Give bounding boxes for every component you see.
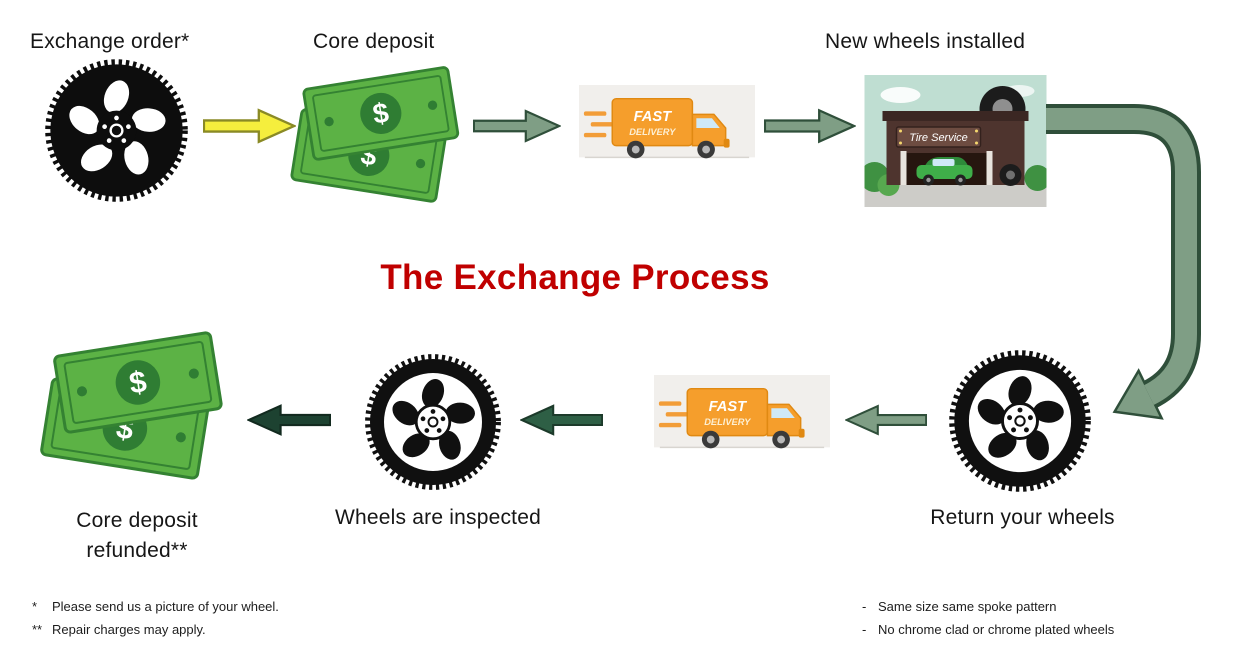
arrow-right-yellow-icon — [203, 107, 296, 145]
footnote-row: - No chrome clad or chrome plated wheels — [862, 618, 1114, 641]
curved-arrow-down-icon — [1046, 104, 1201, 420]
white-wheel-return-icon — [947, 348, 1093, 494]
footnotes-right: - Same size same spoke pattern - No chro… — [862, 595, 1114, 641]
step-label-line2: refunded** — [86, 539, 188, 563]
footnote-marker: - — [862, 599, 867, 614]
money-bills-icon — [297, 76, 469, 202]
step-label-core-deposit-refunded: Core deposit refunded** — [28, 506, 246, 567]
step-label-return-your-wheels: Return your wheels — [930, 506, 1115, 529]
footnote-row: ** Repair charges may apply. — [32, 618, 279, 641]
arrow-left-dark-green-icon — [247, 401, 331, 439]
arrow-right-green-icon — [473, 107, 561, 145]
footnote-text: Repair charges may apply. — [52, 622, 206, 637]
page-title: The Exchange Process — [380, 258, 770, 297]
arrow-right-green-icon — [764, 107, 856, 145]
footnote-marker: - — [862, 622, 867, 637]
step-label-core-deposit: Core deposit — [313, 30, 435, 53]
footnote-row: - Same size same spoke pattern — [862, 595, 1114, 618]
step-label-new-wheels-installed: New wheels installed — [825, 30, 1026, 53]
arrow-left-sage-icon — [845, 401, 927, 439]
delivery-truck-return-icon — [652, 375, 832, 463]
white-wheel-inspected-icon — [363, 352, 503, 492]
step-label-wheels-inspected: Wheels are inspected — [335, 506, 541, 529]
delivery-truck-icon — [578, 85, 756, 173]
money-bills-refund-icon — [48, 342, 234, 482]
footnote-marker: * — [32, 599, 38, 614]
black-wheel-icon — [43, 57, 190, 204]
footnote-text: Please send us a picture of your wheel. — [52, 599, 279, 614]
step-label-line1: Core deposit — [76, 509, 198, 532]
tire-service-shop-icon — [864, 75, 1047, 207]
footnotes-left: * Please send us a picture of your wheel… — [32, 595, 279, 641]
footnote-text: Same size same spoke pattern — [878, 599, 1057, 614]
arrow-left-green-icon — [520, 401, 603, 439]
footnote-text: No chrome clad or chrome plated wheels — [878, 622, 1115, 637]
footnote-row: * Please send us a picture of your wheel… — [32, 595, 279, 618]
footnote-marker: ** — [32, 622, 43, 637]
step-label-exchange-order: Exchange order* — [30, 30, 190, 53]
